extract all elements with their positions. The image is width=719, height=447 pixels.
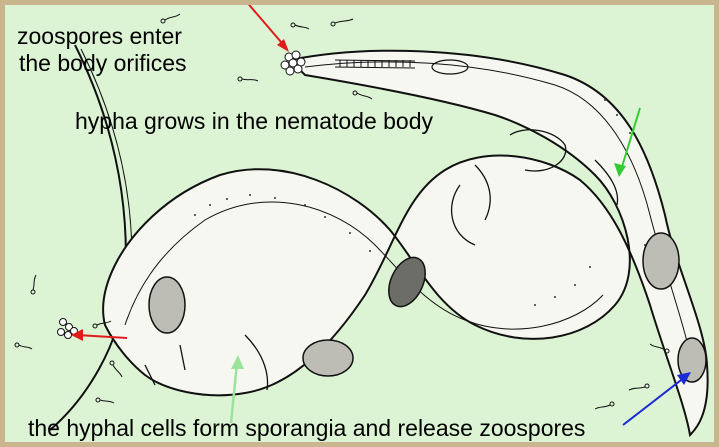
diagram-panel: zoospores enter the body orifices hypha … [5,5,714,442]
sporangium-1 [149,277,185,333]
tail-strand [50,45,126,430]
zoospore-cluster-head [281,51,305,75]
label-zoospores-enter-line2: the body orifices [19,50,186,76]
sporangium-4 [643,233,679,289]
pharynx [335,60,415,68]
label-sporangia-release: the hyphal cells form sporangia and rele… [28,415,585,441]
label-hypha-grows: hypha grows in the nematode body [75,108,433,134]
label-zoospores-enter-line1: zoospores enter [17,23,182,49]
red-arrow-head [245,5,289,52]
sporangium-2 [303,340,353,376]
